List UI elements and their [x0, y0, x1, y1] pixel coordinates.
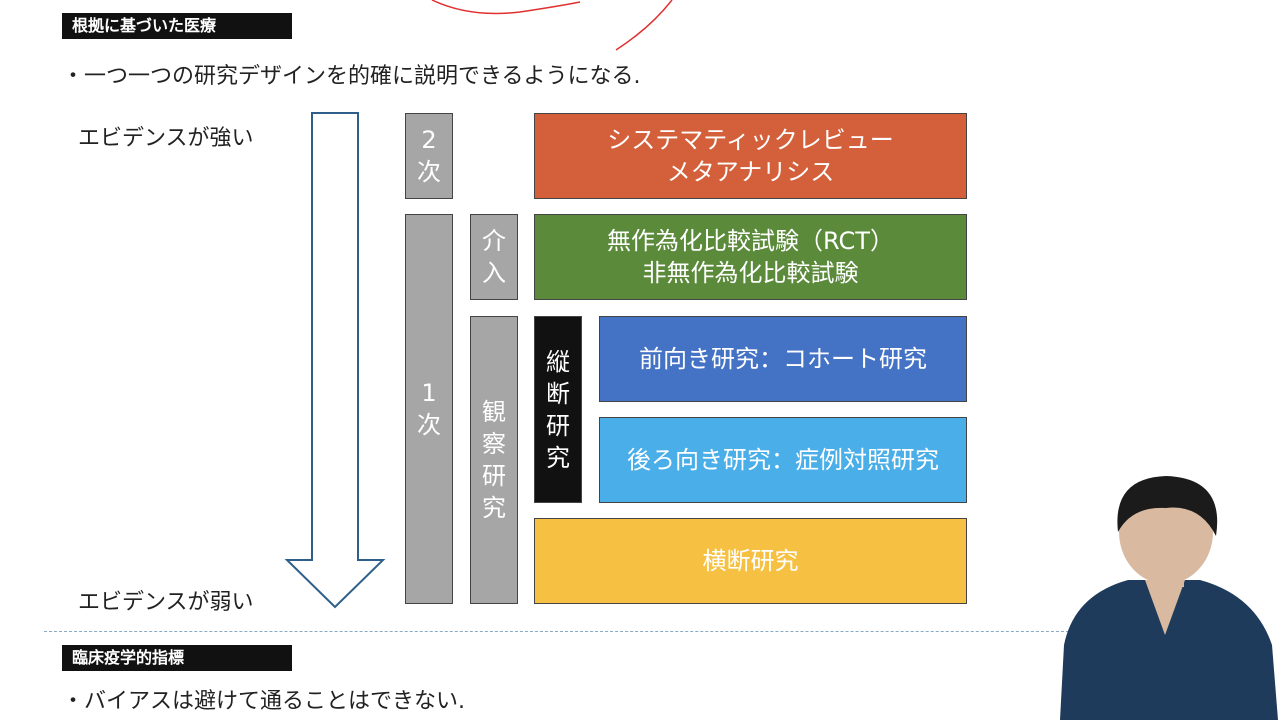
design-systematic-review: システマティックレビュー メタアナリシス: [534, 113, 967, 199]
level-observational: 観察研究: [470, 316, 518, 604]
level-primary: 1次: [405, 214, 453, 604]
down-arrow-icon: [284, 112, 386, 609]
level-secondary-label: 2次: [417, 126, 441, 186]
design-rct-line2: 非無作為化比較試験: [642, 259, 859, 287]
section-tag-ebm: 根拠に基づいた医療: [62, 13, 292, 39]
section-tag-clinical-epidemiology: 臨床疫学的指標: [62, 645, 292, 671]
level-observational-label: 観察研究: [482, 398, 506, 522]
design-cross-sectional: 横断研究: [534, 518, 967, 604]
section-divider: [44, 631, 1084, 632]
design-systematic-line2: メタアナリシス: [666, 158, 835, 186]
bullet-research-design: ・一つ一つの研究デザインを的確に説明できるようになる.: [62, 64, 641, 89]
level-secondary: 2次: [405, 113, 453, 199]
design-rct: 無作為化比較試験（RCT） 非無作為化比較試験: [534, 214, 967, 300]
level-longitudinal-label: 縦断研究: [546, 347, 570, 472]
design-rct-line1: 無作為化比較試験（RCT）: [607, 227, 894, 255]
level-longitudinal: 縦断研究: [534, 316, 582, 503]
bullet-bias: ・バイアスは避けて通ることはできない.: [62, 689, 465, 714]
design-cohort-label: 前向き研究：コホート研究: [639, 345, 927, 373]
design-cross-sectional-label: 横断研究: [702, 547, 799, 575]
level-primary-label: 1次: [417, 379, 441, 439]
design-cohort: 前向き研究：コホート研究: [599, 316, 967, 402]
pen-annotation: [431, 0, 673, 51]
level-intervention: 介入: [470, 214, 518, 300]
evidence-weak-label: エビデンスが弱い: [78, 590, 254, 615]
design-case-control: 後ろ向き研究：症例対照研究: [599, 417, 967, 503]
design-systematic-line1: システマティックレビュー: [607, 126, 894, 154]
evidence-strong-label: エビデンスが強い: [78, 126, 254, 151]
design-case-control-label: 後ろ向き研究：症例対照研究: [627, 446, 939, 474]
presenter-image: [1060, 476, 1278, 720]
level-intervention-label: 介入: [482, 227, 506, 287]
